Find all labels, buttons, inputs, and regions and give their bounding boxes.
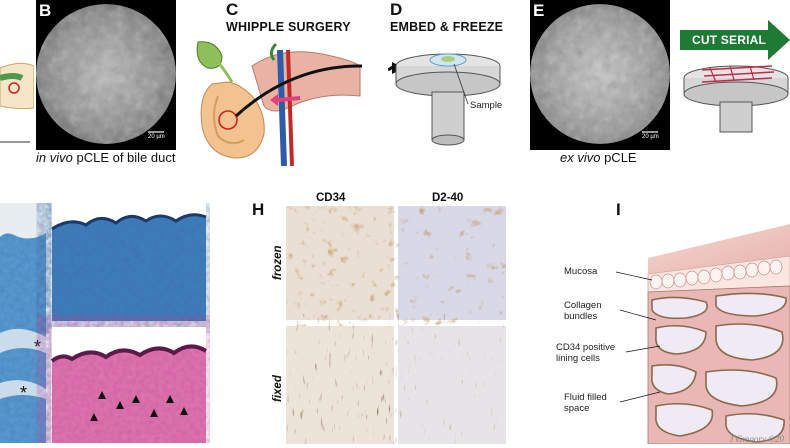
panel-e: E 20 µm ex vivo pCLE [530, 0, 670, 170]
cryostat-chuck-illustration [388, 53, 501, 146]
panel-h: H CD34 D2-40 frozen fixed [252, 192, 506, 444]
panel-a-illustration [0, 48, 35, 158]
histology-images: * * [0, 203, 208, 443]
label-mucosa: Mucosa [564, 266, 598, 277]
panel-f-fragment: CUT SERIAL [676, 0, 790, 170]
panel-label-i: I [616, 200, 621, 219]
panel-label-h: H [252, 200, 265, 219]
caption-b-rest: pCLE of bile duct [72, 150, 176, 165]
svg-text:*: * [34, 337, 41, 357]
cut-serial-illustration [680, 20, 790, 133]
panel-label-c: C [226, 0, 239, 19]
pcle-image-ex-vivo [530, 0, 670, 150]
ihc-image-grid [286, 206, 506, 444]
panel-b: B 20 µm in vivo pCLE of bile duct [36, 0, 176, 170]
caption-e-italic: ex vivo [560, 150, 601, 165]
caption-b: in vivo pCLE of bile duct [36, 150, 175, 165]
caption-b-italic: in vivo [36, 150, 73, 165]
pcle-image-in-vivo [36, 0, 176, 150]
row-label-frozen: frozen [272, 245, 284, 281]
svg-text:*: * [20, 383, 27, 403]
tissue-illustration: J Gregory ©20 [615, 224, 790, 444]
panel-label-b: B [39, 1, 52, 20]
cut-serial-label: CUT SERIAL [692, 33, 766, 47]
sample-label: Sample [470, 100, 503, 111]
label-fluid-filled-space: Fluid filled space [564, 392, 607, 414]
whipple-anatomy-illustration [196, 41, 362, 166]
label-cd34-lining-cells: CD34 positive lining cells [556, 342, 616, 364]
panel-c-heading: WHIPPLE SURGERY [226, 20, 351, 34]
column-label-d2-40: D2-40 [432, 192, 464, 204]
illustrator-signature: J Gregory ©20 [730, 434, 785, 444]
panel-a-fragment [0, 48, 35, 158]
panel-c: C WHIPPLE SURGERY [192, 0, 362, 170]
scale-bar-label: 20 µm [148, 134, 165, 140]
panel-d-heading: EMBED & FREEZE [390, 20, 504, 34]
caption-e-rest: pCLE [600, 150, 637, 165]
scale-bar-label: 20 µm [642, 134, 659, 140]
panel-g-fragment: * * [0, 203, 210, 443]
row-label-fixed: fixed [272, 375, 284, 402]
panel-label-e: E [533, 1, 545, 20]
label-collagen-bundles: Collagen bundles [564, 300, 602, 322]
panel-d: D EMBED & FREEZE Sample [388, 0, 520, 170]
caption-e: ex vivo pCLE [560, 150, 637, 165]
panel-i: I [556, 196, 790, 444]
column-label-cd34: CD34 [316, 192, 346, 204]
panel-label-d: D [390, 0, 403, 19]
